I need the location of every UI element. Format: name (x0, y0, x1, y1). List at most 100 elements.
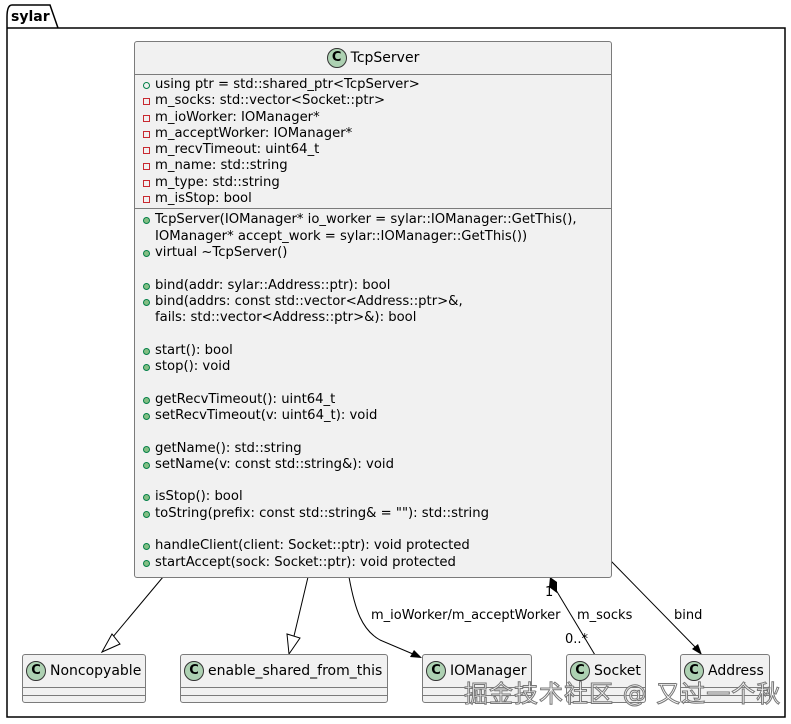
field-row: m_acceptWorker: IOManager* (135, 126, 611, 142)
field-list: using ptr = std::shared_ptr<TcpServer>m_… (135, 75, 611, 208)
relation-label-address: bind (674, 608, 703, 623)
field-row: m_ioWorker: IOManager* (135, 110, 611, 126)
method-row: fails: std::vector<Address::ptr>&): bool (135, 310, 611, 326)
member-text: getName(): std::string (155, 440, 302, 456)
class-noncopyable[interactable]: C Noncopyable (22, 654, 146, 703)
member-text: m_type: std::string (155, 174, 280, 190)
assoc-arrow-address (692, 644, 702, 655)
member-text: m_acceptWorker: IOManager* (155, 125, 353, 141)
method-row: startAccept(sock: Socket::ptr): void pro… (135, 555, 611, 571)
public-method-icon (143, 347, 150, 355)
member-text: fails: std::vector<Address::ptr>&): bool (155, 310, 417, 326)
member-text: handleClient(client: Socket::ptr): void … (155, 538, 470, 554)
class-socket[interactable]: C Socket (566, 654, 646, 703)
member-spacer (135, 375, 611, 391)
separator (423, 687, 531, 688)
method-row: TcpServer(IOManager* io_worker = sylar::… (135, 212, 611, 228)
inherit-line-noncopyable (111, 576, 164, 639)
private-field-icon (143, 98, 150, 106)
member-spacer (135, 326, 611, 342)
package-name: sylar (11, 9, 50, 25)
method-row: stop(): void (135, 359, 611, 375)
member-text: m_isStop: bool (155, 191, 252, 207)
class-name: Socket (594, 663, 641, 679)
method-row: handleClient(client: Socket::ptr): void … (135, 538, 611, 554)
method-list: TcpServer(IOManager* io_worker = sylar::… (135, 209, 611, 574)
member-text: bind(addrs: const std::vector<Address::p… (155, 293, 463, 309)
public-method-icon (143, 510, 150, 518)
member-text: m_recvTimeout: uint64_t (155, 142, 320, 158)
inherit-line-esft (293, 576, 309, 637)
member-spacer (135, 424, 611, 440)
class-icon: C (426, 661, 446, 681)
private-field-icon (143, 130, 150, 138)
separator (135, 74, 611, 75)
class-address[interactable]: C Address (680, 654, 770, 703)
private-field-icon (143, 114, 150, 122)
assoc-line-iomanager (348, 576, 421, 658)
public-method-icon (143, 412, 150, 420)
public-method-icon (143, 282, 150, 290)
class-header: C IOManager (423, 655, 531, 687)
method-row: getName(): std::string (135, 441, 611, 457)
class-tcpserver[interactable]: C TcpServer using ptr = std::shared_ptr<… (134, 41, 612, 578)
class-header: C enable_shared_from_this (181, 655, 387, 687)
public-method-icon (143, 217, 150, 225)
member-text: m_ioWorker: IOManager* (155, 109, 320, 125)
method-row: virtual ~TcpServer() (135, 245, 611, 261)
separator (181, 695, 387, 696)
member-spacer (135, 522, 611, 538)
member-text: m_socks: std::vector<Socket::ptr> (155, 93, 385, 109)
private-field-icon (143, 163, 150, 171)
public-field-icon (143, 82, 150, 89)
assoc-line-address (609, 559, 701, 653)
private-field-icon (143, 179, 150, 187)
member-text: bind(addr: sylar::Address::ptr): bool (155, 277, 391, 293)
public-method-icon (143, 298, 150, 306)
class-icon: C (326, 48, 347, 68)
method-row: getRecvTimeout(): uint64_t (135, 392, 611, 408)
method-row: toString(prefix: const std::string& = ""… (135, 506, 611, 522)
public-method-icon (143, 364, 150, 372)
class-icon: C (684, 661, 704, 681)
separator (423, 695, 531, 696)
separator (23, 695, 145, 696)
class-icon: C (570, 661, 590, 681)
public-method-icon (143, 543, 150, 551)
member-text: startAccept(sock: Socket::ptr): void pro… (155, 554, 456, 570)
member-spacer (135, 261, 611, 277)
separator (567, 695, 645, 696)
public-method-icon (143, 494, 150, 502)
member-text: m_name: std::string (155, 158, 288, 174)
member-text: IOManager* accept_work = sylar::IOManage… (155, 228, 528, 244)
member-spacer (135, 473, 611, 489)
field-row: m_isStop: bool (135, 191, 611, 207)
class-iomanager[interactable]: C IOManager (422, 654, 532, 703)
watermark: 掘金技术社区 @ 又过一个秋 (463, 680, 782, 709)
class-enable-shared-from-this[interactable]: C enable_shared_from_this (180, 654, 388, 703)
class-name: enable_shared_from_this (208, 663, 383, 679)
class-name: Address (708, 663, 764, 679)
relation-label-iomanager: m_ioWorker/m_acceptWorker (371, 608, 561, 623)
separator (567, 687, 645, 688)
separator (181, 687, 387, 688)
inherit-arrow-noncopyable (100, 633, 121, 654)
class-icon: C (184, 661, 204, 681)
public-method-icon (143, 396, 150, 404)
member-text: toString(prefix: const std::string& = ""… (155, 505, 489, 521)
class-name: IOManager (450, 663, 527, 679)
field-row: m_socks: std::vector<Socket::ptr> (135, 93, 611, 109)
separator (681, 695, 769, 696)
method-row: bind(addr: sylar::Address::ptr): bool (135, 278, 611, 294)
public-method-icon (143, 249, 150, 257)
member-text: TcpServer(IOManager* io_worker = sylar::… (155, 212, 577, 228)
compose-line-socket (552, 584, 596, 656)
member-text: setName(v: const std::string&): void (155, 456, 394, 472)
assoc-arrow-iomanager (410, 650, 422, 658)
member-text: start(): bool (155, 342, 233, 358)
relation-label-socket: m_socks (577, 608, 633, 623)
public-method-icon (143, 461, 150, 469)
separator (135, 208, 611, 210)
class-icon: C (26, 661, 46, 681)
